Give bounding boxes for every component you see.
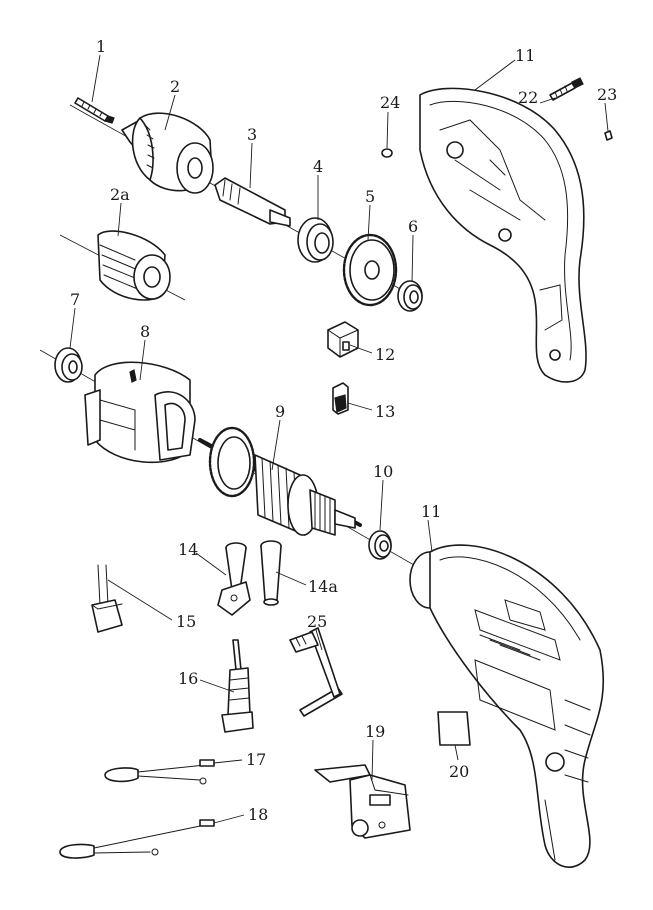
part-18-cord-end	[59, 819, 215, 859]
part-9-armature	[198, 426, 362, 536]
label-part-11-bottom: 11	[421, 502, 441, 521]
part-5-gear	[342, 233, 398, 307]
part-labels: 1 2 2a 3 4 5 6 7 8 9 10 11 12 13 11 14 1…	[70, 37, 617, 824]
label-part-13: 13	[375, 402, 395, 421]
part-12-brush-holder	[327, 321, 359, 358]
label-part-18: 18	[248, 805, 268, 824]
part-22-screw	[549, 77, 584, 101]
part-25-chuck-key	[289, 627, 343, 717]
label-part-24: 24	[380, 93, 400, 112]
label-part-1: 1	[96, 37, 106, 56]
part-3-spindle	[214, 177, 291, 227]
label-part-9: 9	[275, 402, 285, 421]
leader-lines	[69, 54, 609, 824]
part-6-bearing	[397, 280, 423, 312]
part-14-handle	[217, 542, 251, 616]
label-part-14: 14	[178, 540, 198, 559]
part-17-cord-end	[104, 759, 215, 785]
part-11-housing-left	[419, 87, 587, 383]
label-part-8: 8	[140, 322, 150, 341]
label-part-16: 16	[178, 669, 198, 688]
part-7-bearing	[54, 347, 83, 383]
axis-lines	[39, 104, 441, 581]
label-part-6: 6	[408, 217, 418, 236]
label-part-10: 10	[373, 462, 393, 481]
part-23-pin	[604, 130, 613, 141]
part-2-chuck	[121, 112, 214, 194]
label-part-5: 5	[365, 187, 375, 206]
part-11-housing-assembled	[409, 544, 605, 869]
label-part-25: 25	[307, 612, 327, 631]
part-13-carbon-brush	[332, 382, 349, 415]
label-part-11-top: 11	[515, 46, 535, 65]
label-part-20: 20	[449, 762, 469, 781]
label-part-4: 4	[313, 157, 323, 176]
part-4-bearing	[297, 217, 334, 263]
label-part-23: 23	[597, 85, 617, 104]
part-1-screw	[74, 97, 115, 124]
label-part-22: 22	[518, 88, 538, 107]
label-part-7: 7	[70, 290, 80, 309]
label-part-14a: 14a	[308, 577, 338, 596]
part-19-switch	[314, 764, 411, 839]
part-20-label	[437, 711, 471, 746]
label-part-12: 12	[375, 345, 395, 364]
part-24-washer	[381, 148, 393, 158]
label-part-3: 3	[247, 125, 257, 144]
label-part-19: 19	[365, 722, 385, 741]
label-part-2a: 2a	[110, 185, 130, 204]
label-part-17: 17	[246, 750, 266, 769]
label-part-2: 2	[170, 77, 180, 96]
part-15-capacitor	[91, 564, 123, 633]
part-14a-handle	[260, 540, 282, 606]
label-part-15: 15	[176, 612, 196, 631]
part-16-cord-guard	[221, 639, 254, 733]
part-10-bearing	[368, 530, 392, 560]
part-2a-keyless-chuck	[97, 230, 171, 301]
part-8-stator	[84, 361, 196, 464]
